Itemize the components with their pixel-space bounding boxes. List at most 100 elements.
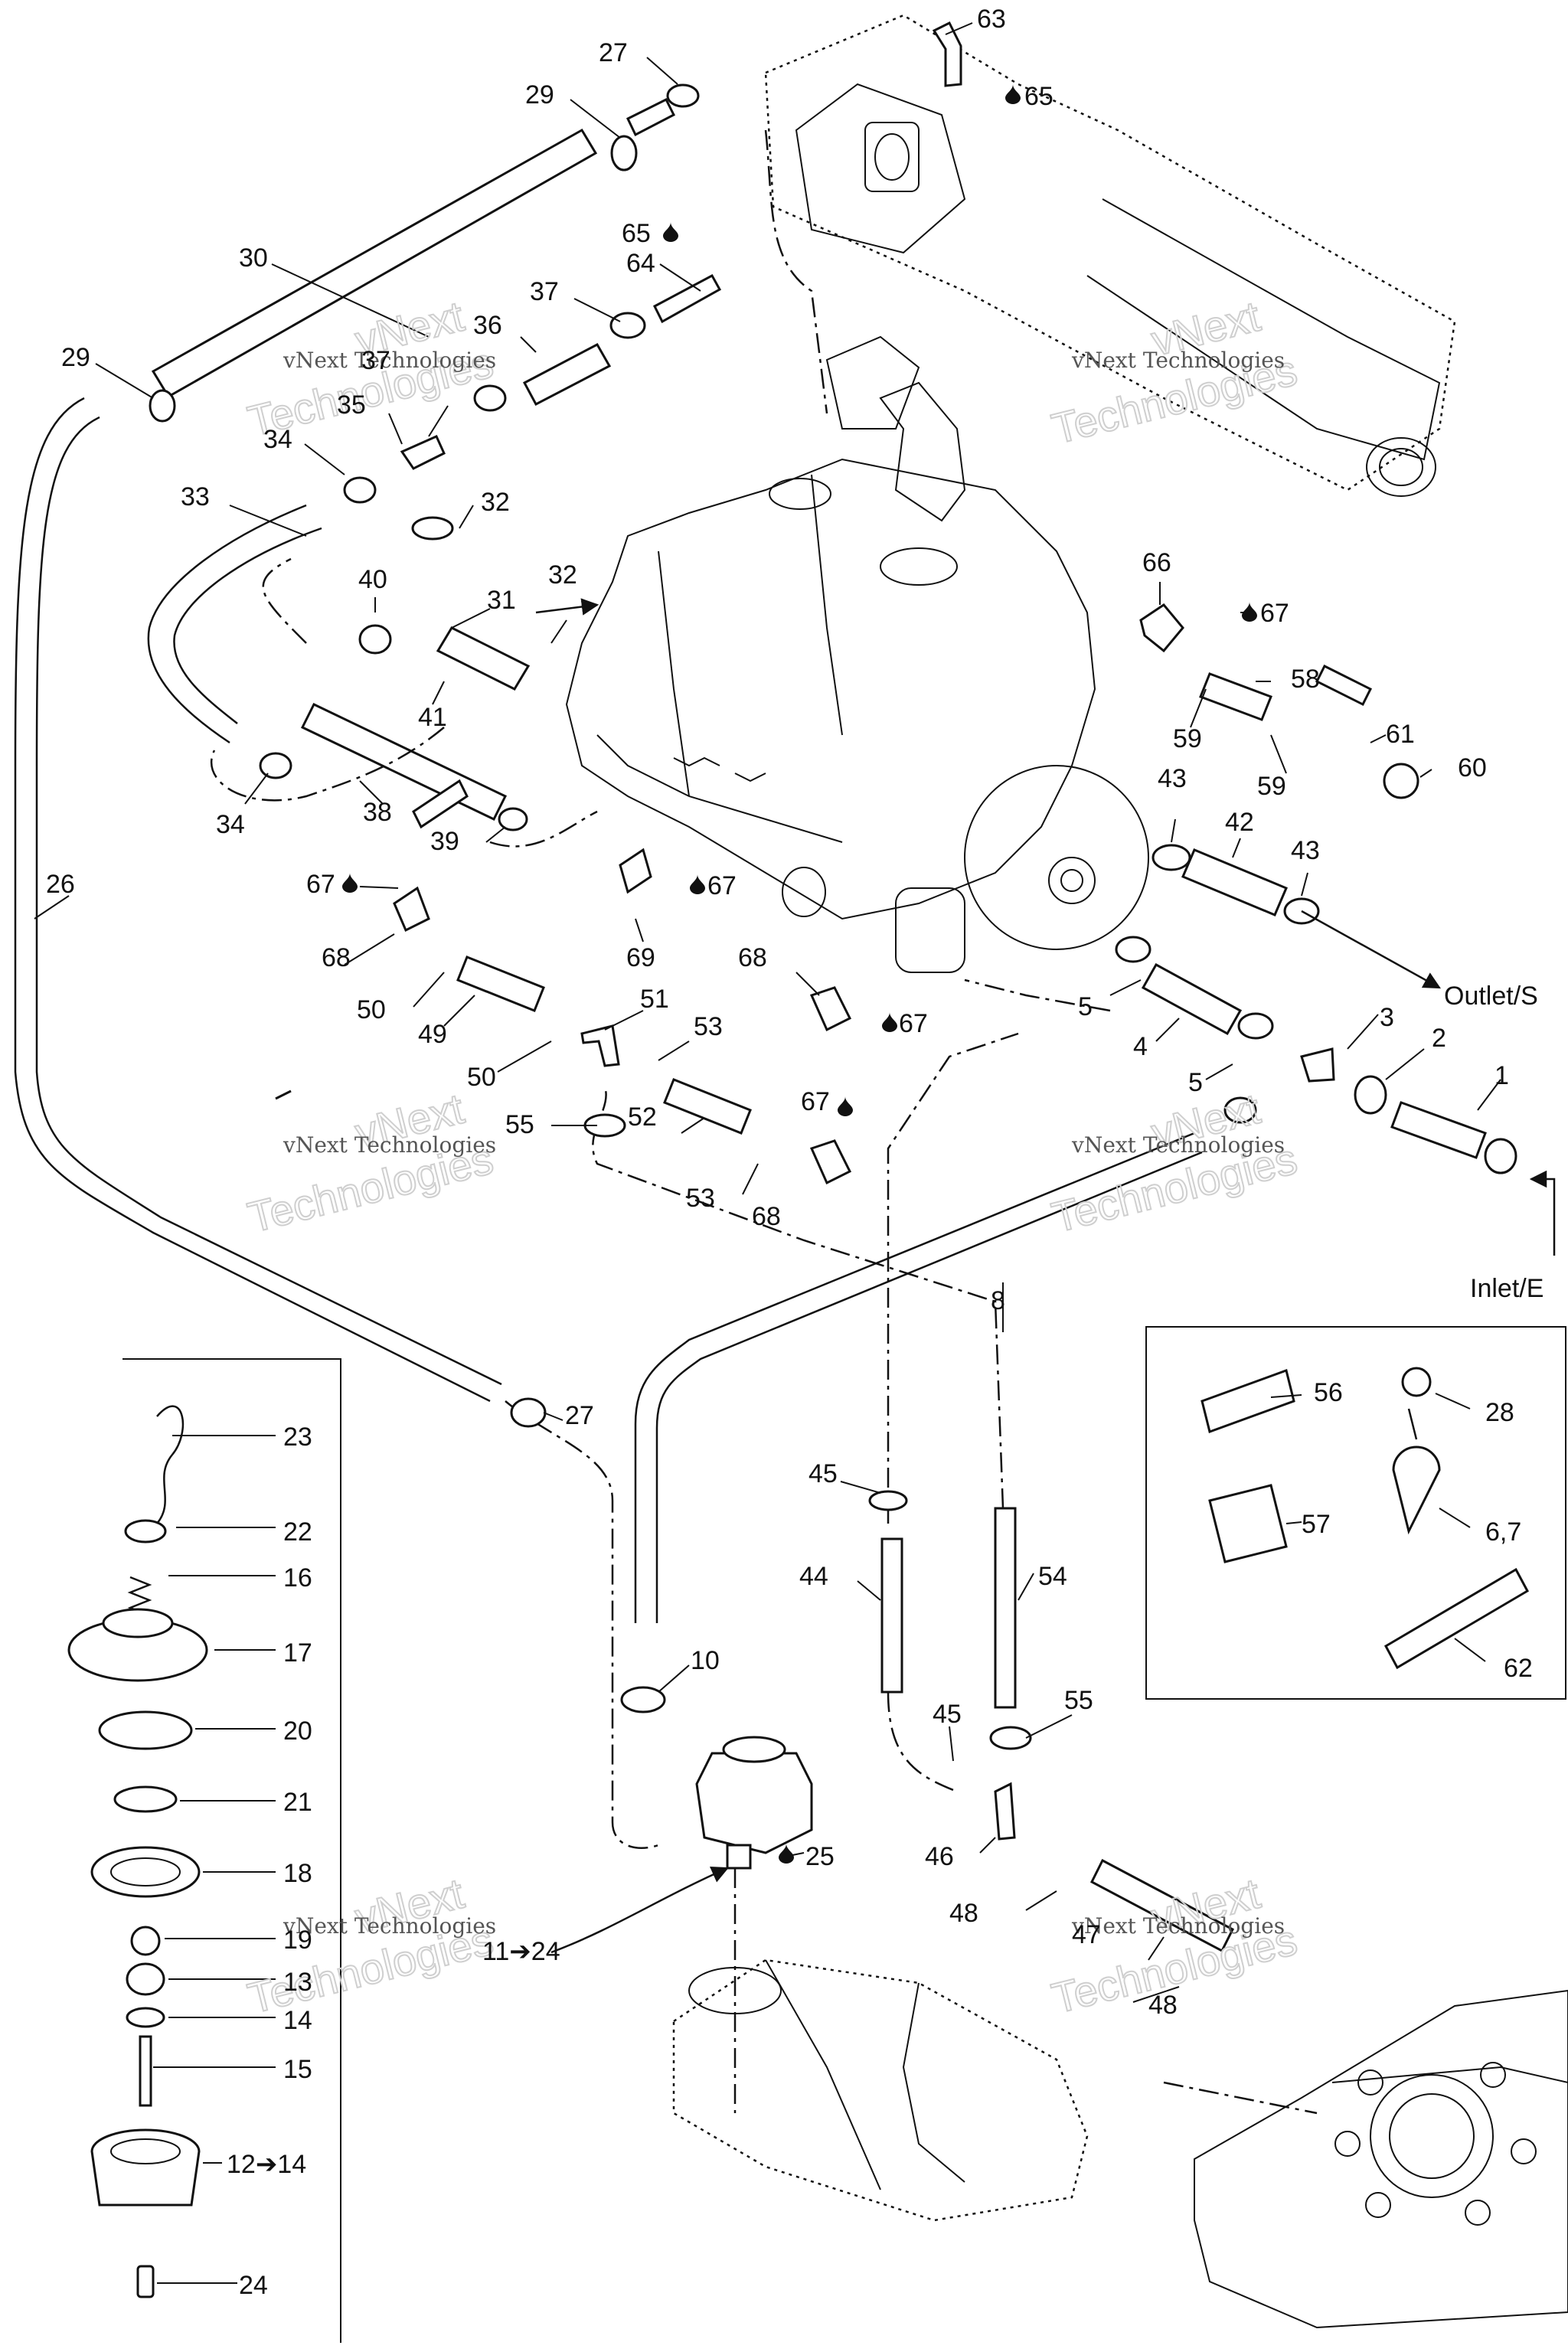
callout: 33 xyxy=(181,482,210,511)
callout: 34 xyxy=(263,425,292,454)
outlet-label: Outlet/S xyxy=(1444,982,1538,1011)
callout: 37 xyxy=(361,346,390,375)
hose-38 xyxy=(300,703,508,821)
callout: 57 xyxy=(1302,1510,1331,1539)
inlet-label: Inlet/E xyxy=(1470,1274,1544,1303)
inlet-arrow xyxy=(1529,1170,1556,1256)
callout: 50 xyxy=(467,1063,496,1092)
callout: 67 xyxy=(306,870,335,899)
callout: 8 xyxy=(991,1286,1005,1315)
callout: 30 xyxy=(239,243,268,273)
callout: 16 xyxy=(283,1563,312,1592)
callout: 32 xyxy=(548,560,577,590)
callout: 67 xyxy=(899,1009,928,1038)
callout: 67 xyxy=(1260,599,1289,628)
watermarks: Technologies Technologies Technologies T… xyxy=(243,291,1302,2024)
watermark-text: vNext Technologies xyxy=(283,1132,496,1158)
callout: 45 xyxy=(808,1459,838,1488)
tube-44 xyxy=(880,1537,903,1694)
drop-icon xyxy=(663,222,678,242)
callout: 67 xyxy=(707,871,737,900)
hardware-inset xyxy=(1145,1326,1566,1700)
callout: 18 xyxy=(283,1859,312,1888)
callout: 68 xyxy=(322,943,351,972)
callout: 15 xyxy=(283,2055,312,2084)
callout: 47 xyxy=(1072,1920,1101,1949)
callout: 68 xyxy=(752,1202,781,1231)
drop-icon xyxy=(342,873,358,893)
drop-icon xyxy=(690,874,705,894)
callout: 43 xyxy=(1158,764,1187,793)
callout: 66 xyxy=(1142,548,1171,577)
callout: 12➔14 xyxy=(227,2150,306,2179)
callout: 29 xyxy=(525,80,554,109)
callout: 17 xyxy=(283,1638,312,1668)
callout: 31 xyxy=(487,586,516,615)
callout: 28 xyxy=(1485,1398,1514,1427)
callout: 60 xyxy=(1458,753,1487,782)
callout: 34 xyxy=(216,810,245,839)
outlet-arrow xyxy=(1301,910,1441,989)
callout: 10 xyxy=(691,1646,720,1675)
callout: 4 xyxy=(1133,1032,1148,1061)
callout: 68 xyxy=(738,943,767,972)
callout: 3 xyxy=(1380,1003,1394,1032)
callout: 6,7 xyxy=(1485,1517,1521,1547)
callout: 29 xyxy=(61,343,90,372)
callout: 55 xyxy=(505,1110,534,1139)
watermark-text: vNext Technologies xyxy=(283,348,496,373)
callout: 35 xyxy=(337,390,366,420)
callout: 59 xyxy=(1173,724,1202,753)
callout: 63 xyxy=(977,5,1006,34)
callout: 19 xyxy=(283,1926,312,1955)
callout: 23 xyxy=(283,1423,312,1452)
callout: 46 xyxy=(925,1842,954,1871)
callout: 59 xyxy=(1257,772,1286,801)
engine xyxy=(565,335,1149,973)
callout: 40 xyxy=(358,565,387,594)
callout: 37 xyxy=(530,277,559,306)
callout: 42 xyxy=(1225,808,1254,837)
callout: 52 xyxy=(628,1102,657,1132)
drop-icon xyxy=(1005,84,1021,104)
callout: 56 xyxy=(1314,1378,1343,1407)
hose-26 xyxy=(14,397,491,1403)
callout: 45 xyxy=(933,1700,962,1729)
drop-icon xyxy=(779,1844,794,1864)
callout: 67 xyxy=(801,1087,830,1116)
callout: 69 xyxy=(626,943,655,972)
valve-assembly xyxy=(695,1736,813,1870)
callout: 27 xyxy=(599,38,628,67)
callout: 64 xyxy=(626,249,655,278)
callout: 53 xyxy=(694,1012,723,1041)
callout: 62 xyxy=(1504,1654,1533,1683)
exploded-column xyxy=(67,1358,341,2343)
drop-icon xyxy=(1242,602,1257,622)
callout: 1 xyxy=(1494,1061,1509,1090)
callout: 32 xyxy=(481,488,510,517)
callout: 58 xyxy=(1291,665,1320,694)
tube-54 xyxy=(994,1507,1017,1709)
callout: 65 xyxy=(1024,82,1054,111)
callout: 48 xyxy=(1148,1991,1178,2020)
callout: 5 xyxy=(1078,992,1093,1021)
callout: 44 xyxy=(799,1562,828,1591)
callout: 11➔24 xyxy=(482,1937,560,1966)
drop-icon xyxy=(882,1012,897,1032)
leader-lines xyxy=(34,22,1501,2284)
arrow-engine xyxy=(535,598,599,616)
callout: 21 xyxy=(283,1788,312,1817)
callout: 43 xyxy=(1291,836,1320,865)
drop-icon xyxy=(838,1096,853,1116)
callout: 27 xyxy=(565,1401,594,1430)
callout: 61 xyxy=(1386,720,1415,749)
clamps xyxy=(149,83,1517,1750)
callout: 65 xyxy=(622,219,651,248)
callout: 5 xyxy=(1188,1068,1203,1097)
watermark-text: vNext Technologies xyxy=(1071,348,1285,373)
callout: 24 xyxy=(239,2271,268,2300)
jet-pump xyxy=(1163,1989,1568,2329)
callout: 54 xyxy=(1038,1562,1067,1591)
watermark-text: vNext Technologies xyxy=(1071,1132,1285,1158)
